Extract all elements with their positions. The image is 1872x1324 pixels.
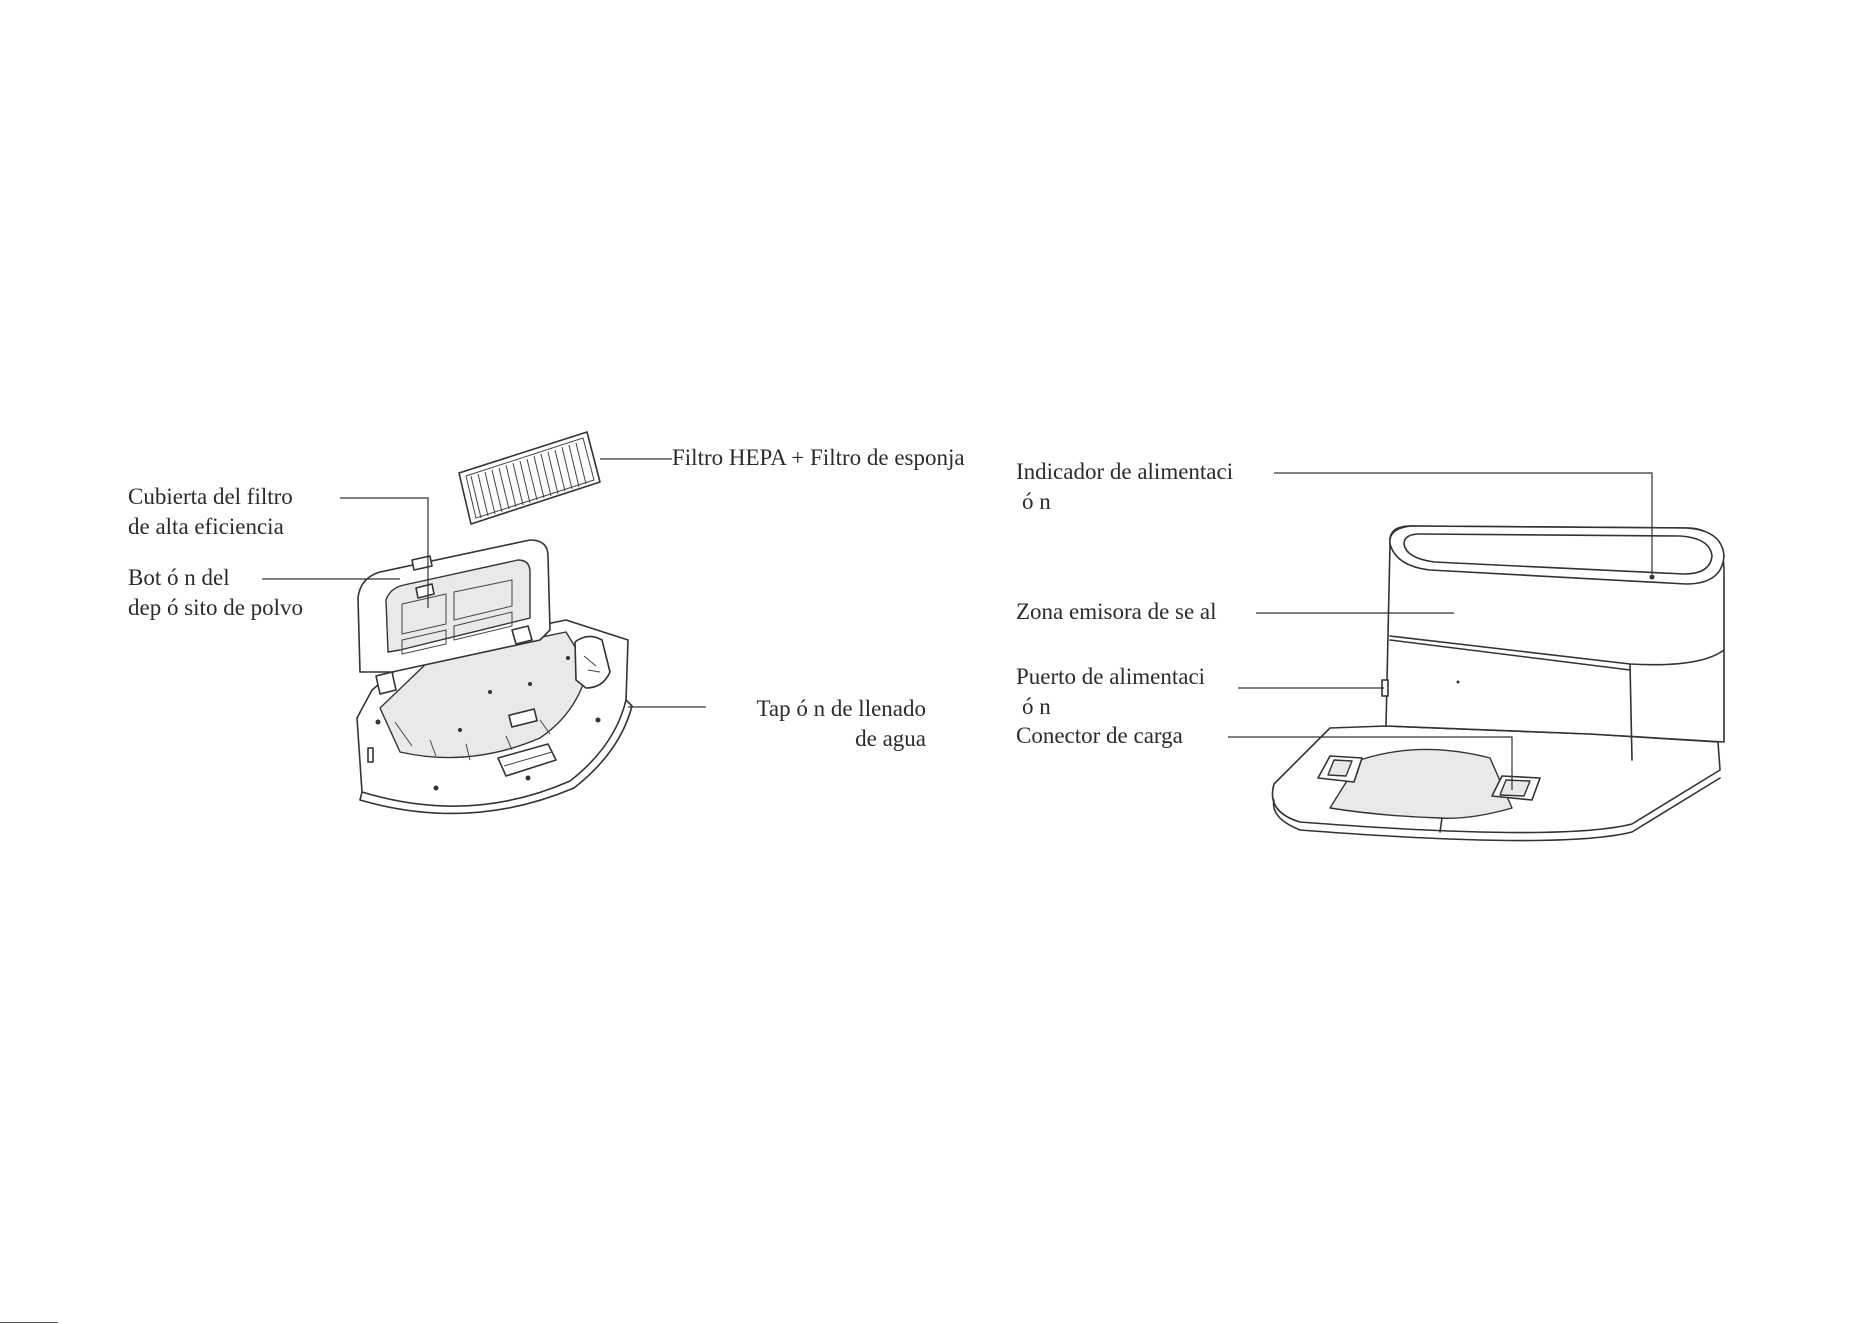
dustbin-button-label-line1: Bot ó n del (128, 563, 230, 593)
power-port-label-line1: Puerto de alimentaci (1016, 662, 1205, 692)
power-port-label-line2: ó n (1022, 692, 1051, 722)
dustbin-icon (357, 540, 632, 813)
water-cap-label-line2: de agua (690, 724, 926, 754)
dustbin-button-label-line2: dep ó sito de polvo (128, 593, 303, 623)
filter-cover-label-line2: de alta eficiencia (128, 512, 284, 542)
charging-connector-label: Conector de carga (1016, 721, 1183, 751)
hepa-filter-label: Filtro HEPA + Filtro de esponja (672, 443, 965, 473)
power-indicator-label-line2: ó n (1022, 487, 1051, 517)
filter-cover-label-line1: Cubierta del filtro (128, 482, 293, 512)
hepa-filter-icon (459, 432, 600, 524)
power-indicator-label-line1: Indicador de alimentaci (1016, 457, 1233, 487)
signal-zone-label: Zona emisora de se al (1016, 597, 1217, 627)
water-cap-label-line1: Tap ó n de llenado (690, 694, 926, 724)
charging-dock-icon (1272, 526, 1724, 841)
page-edge-mark (0, 1322, 58, 1323)
